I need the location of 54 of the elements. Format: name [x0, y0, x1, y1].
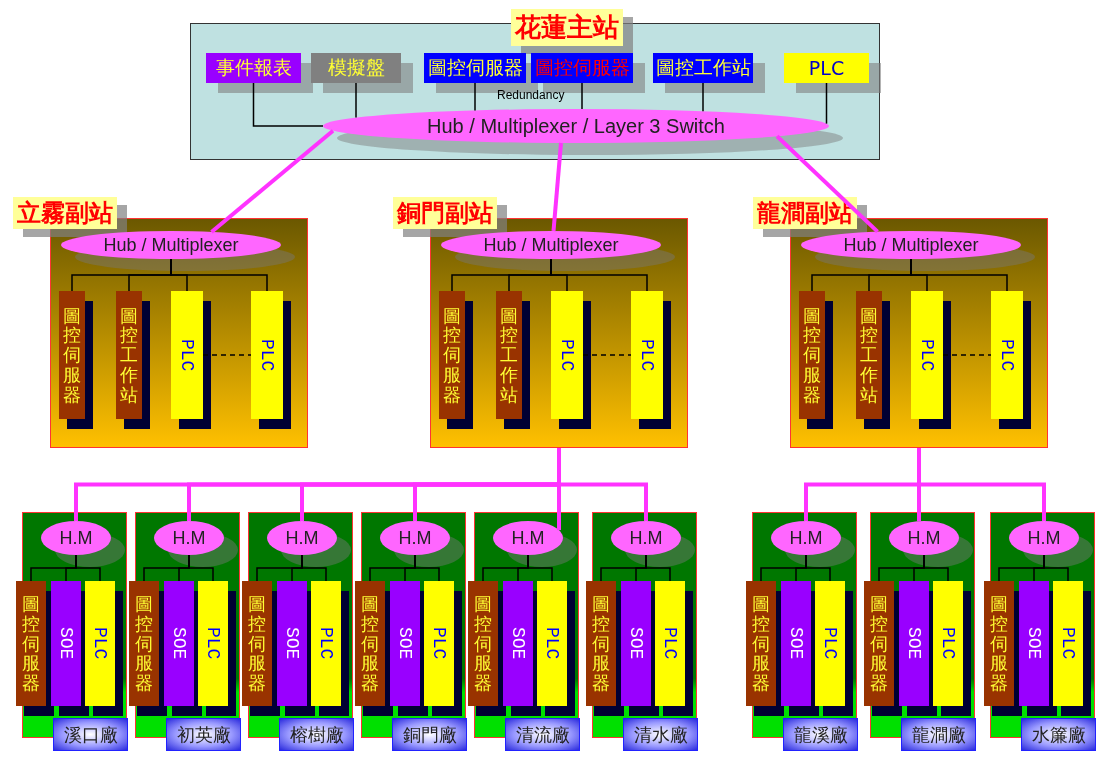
hub-ellipse: H.M — [493, 521, 563, 555]
connector-line — [188, 554, 214, 582]
name-tab: 銅門廠 — [392, 718, 467, 751]
connector-line — [252, 82, 324, 127]
connector-line — [942, 354, 992, 356]
device-box: 圖控工作站 — [653, 53, 753, 83]
connector-line — [414, 554, 440, 582]
hub-ellipse: Hub / Multiplexer — [441, 231, 661, 259]
connector-line — [551, 142, 563, 232]
hub-ellipse: H.M — [41, 521, 111, 555]
hub-ellipse: H.M — [380, 521, 450, 555]
hub-ellipse: Hub / Multiplexer — [61, 231, 281, 259]
connector-line — [170, 258, 268, 292]
connector-line — [75, 554, 101, 582]
device-box: 圖控伺服器 — [424, 53, 526, 83]
hub-ellipse: H.M — [154, 521, 224, 555]
name-tab: 水簾廠 — [1021, 718, 1096, 751]
device-box: 圖控伺服器 — [531, 53, 633, 83]
hub-ellipse: H.M — [1009, 521, 1079, 555]
connector-line — [825, 82, 828, 125]
device-box: 模擬盤 — [311, 53, 401, 83]
hub-ellipse: Hub / Multiplexer / Layer 3 Switch — [323, 109, 829, 143]
connector-line — [202, 354, 252, 356]
hub-ellipse: Hub / Multiplexer — [801, 231, 1021, 259]
connector-line — [301, 554, 327, 582]
connector-line — [550, 258, 648, 292]
device-box: PLC — [784, 53, 869, 83]
connector-line — [557, 448, 648, 521]
connector-line — [474, 82, 476, 112]
connector-line — [775, 134, 879, 234]
connector-line — [1043, 554, 1069, 582]
connector-line — [581, 82, 583, 110]
connector-line — [923, 554, 949, 582]
note-label: Redundancy — [497, 88, 565, 102]
name-tab: 榕樹廠 — [279, 718, 354, 751]
name-tab: 龍澗廠 — [901, 718, 976, 751]
connector-line — [910, 258, 1008, 292]
hub-ellipse: H.M — [267, 521, 337, 555]
hub-ellipse: H.M — [611, 521, 681, 555]
connector-line — [527, 554, 553, 582]
name-tab: 溪口廠 — [53, 718, 128, 751]
device-box: 事件報表 — [206, 53, 301, 83]
connector-line — [805, 554, 831, 582]
hub-ellipse: H.M — [889, 521, 959, 555]
name-tab: 清流廠 — [505, 718, 580, 751]
connector-line — [582, 354, 632, 356]
connector-line — [917, 448, 1046, 521]
connector-line — [702, 82, 704, 113]
name-tab: 清水廠 — [623, 718, 698, 751]
connector-line — [645, 554, 671, 582]
name-tab: 龍溪廠 — [783, 718, 858, 751]
name-tab: 初英廠 — [166, 718, 241, 751]
hub-ellipse: H.M — [771, 521, 841, 555]
connector-line — [355, 82, 357, 119]
